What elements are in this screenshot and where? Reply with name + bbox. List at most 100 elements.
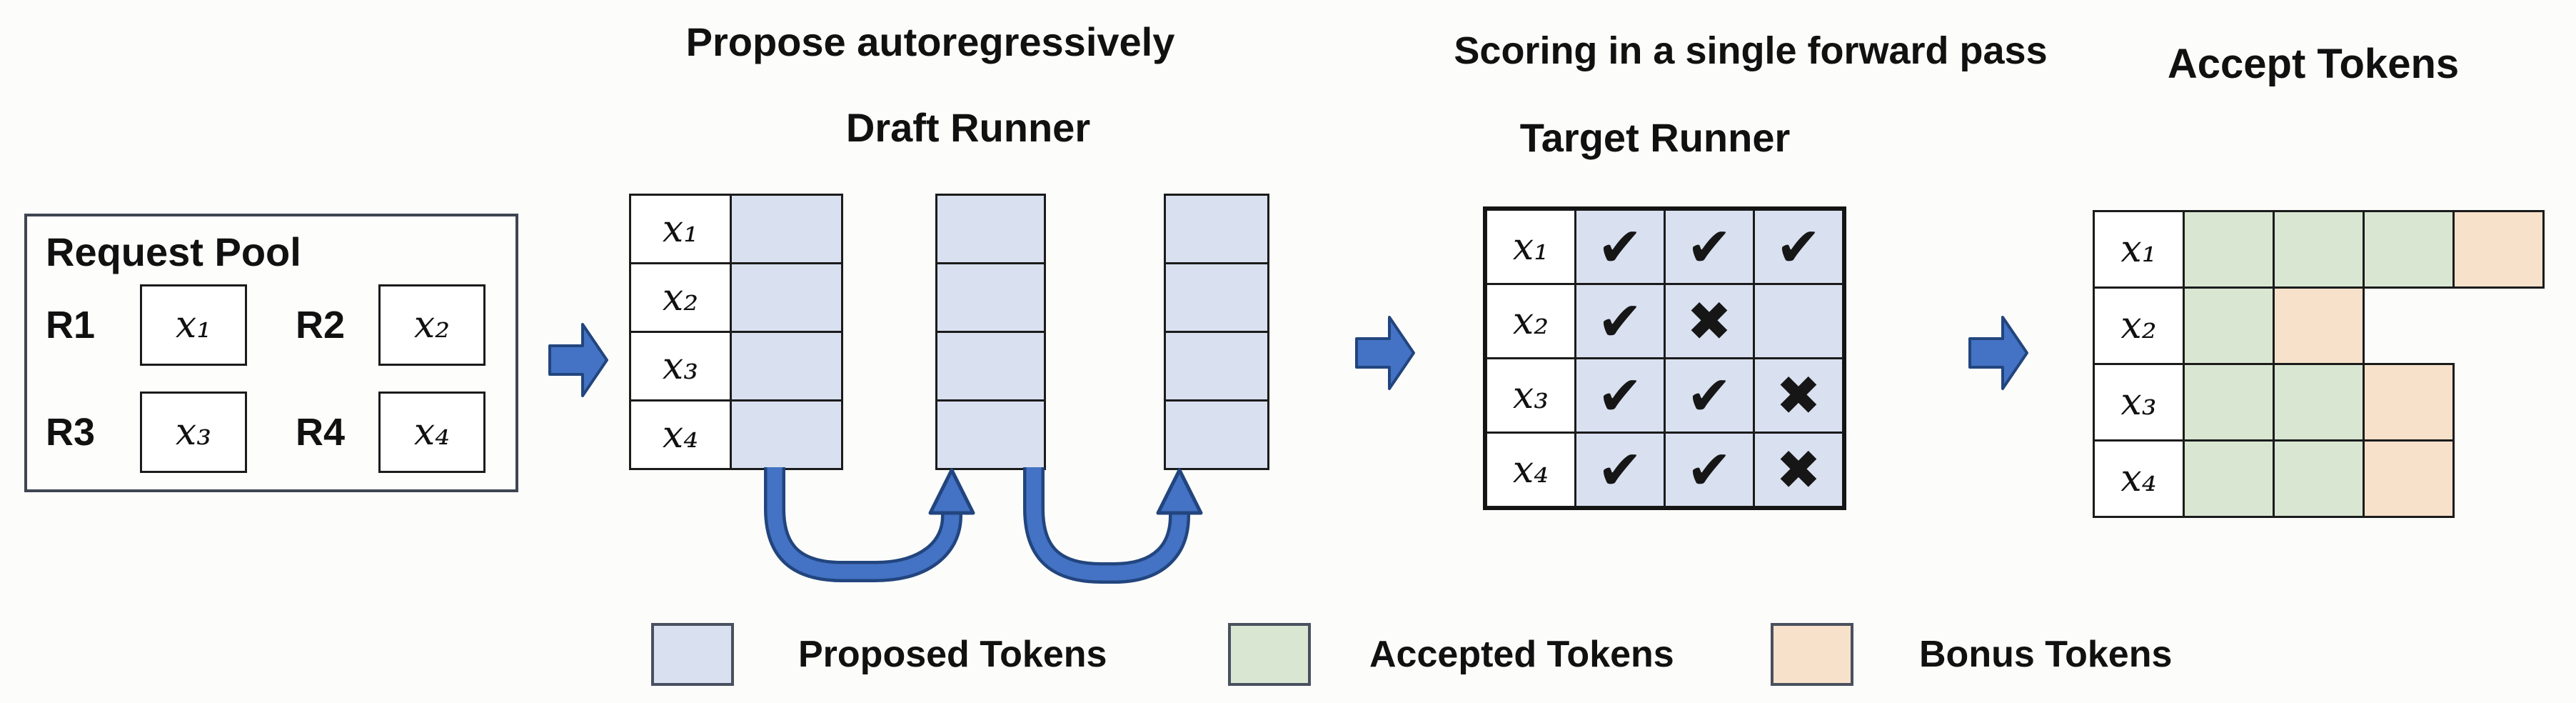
score-cell: ✔ bbox=[1664, 357, 1755, 434]
request-token-label: x₄ bbox=[413, 411, 451, 454]
target-token-label-cell: x₂ bbox=[1485, 283, 1576, 359]
accept-tokens-header: Accept Tokens bbox=[2167, 41, 2460, 87]
draft-token-label-cell: x₃ bbox=[629, 331, 732, 402]
token-label: x₁ bbox=[1512, 225, 1549, 269]
request-token-box: x₄ bbox=[378, 392, 485, 473]
flow-arrow-icon bbox=[1355, 316, 1415, 390]
check-icon: ✔ bbox=[1597, 289, 1643, 353]
token-label: x₂ bbox=[662, 276, 699, 319]
request-token-label: x₂ bbox=[413, 304, 451, 346]
proposed-token-cell bbox=[730, 262, 843, 333]
scoring-header: Scoring in a single forward pass bbox=[1454, 29, 2048, 72]
bonus-token-cell bbox=[2273, 286, 2365, 365]
proposed-token-cell bbox=[730, 194, 843, 264]
draft-token-label-cell: x₄ bbox=[629, 399, 732, 470]
accepted-token-cell bbox=[2273, 439, 2365, 518]
token-label: x₃ bbox=[2120, 381, 2157, 424]
proposed-token-cell bbox=[1164, 331, 1269, 402]
bonus-token-cell bbox=[2363, 439, 2455, 518]
legend-label-proposed: Proposed Tokens bbox=[798, 634, 1107, 675]
legend-label-accepted: Accepted Tokens bbox=[1369, 634, 1674, 675]
accepted-token-cell bbox=[2273, 363, 2365, 442]
proposed-token-cell bbox=[1164, 262, 1269, 333]
proposed-token-cell bbox=[935, 399, 1046, 470]
request-id-label: R3 bbox=[46, 411, 96, 454]
score-cell: ✔ bbox=[1664, 432, 1755, 508]
score-cell: ✖ bbox=[1753, 357, 1844, 434]
bonus-token-cell bbox=[2363, 363, 2455, 442]
accept-token-label-cell: x₂ bbox=[2093, 286, 2185, 365]
proposed-token-cell bbox=[1164, 399, 1269, 470]
accepted-token-cell bbox=[2183, 363, 2275, 442]
accepted-token-cell bbox=[2363, 210, 2455, 289]
score-cell: ✖ bbox=[1753, 432, 1844, 508]
check-icon: ✔ bbox=[1597, 437, 1643, 502]
cross-icon: ✖ bbox=[1686, 289, 1732, 353]
draft-token-label-cell: x₂ bbox=[629, 262, 732, 333]
proposed-token-cell bbox=[730, 399, 843, 470]
proposed-token-cell bbox=[935, 262, 1046, 333]
token-label: x₂ bbox=[1512, 299, 1549, 343]
score-cell: ✔ bbox=[1753, 209, 1844, 285]
request-token-box: x₁ bbox=[140, 284, 247, 366]
proposed-token-cell bbox=[935, 194, 1046, 264]
flow-arrow-icon bbox=[548, 323, 608, 397]
accepted-token-cell bbox=[2183, 439, 2275, 518]
bonus-token-cell bbox=[2452, 210, 2545, 289]
request-id-label: R4 bbox=[296, 411, 346, 454]
score-cell: ✔ bbox=[1574, 283, 1666, 359]
legend-swatch-accepted bbox=[1228, 623, 1311, 686]
token-label: x₁ bbox=[662, 207, 699, 251]
check-icon: ✔ bbox=[1597, 214, 1643, 279]
token-label: x₁ bbox=[2120, 228, 2157, 271]
target-runner-header: Target Runner bbox=[1519, 115, 1791, 160]
score-cell: ✔ bbox=[1664, 209, 1755, 285]
draft-token-label-cell: x₁ bbox=[629, 194, 732, 264]
accepted-token-cell bbox=[2183, 210, 2275, 289]
proposed-token-cell bbox=[1164, 194, 1269, 264]
propose-header: Propose autoregressively bbox=[685, 19, 1175, 64]
accepted-token-cell bbox=[2183, 286, 2275, 365]
score-cell bbox=[1753, 283, 1844, 359]
legend-swatch-proposed bbox=[651, 623, 734, 686]
check-icon: ✔ bbox=[1776, 214, 1821, 279]
check-icon: ✔ bbox=[1686, 214, 1732, 279]
proposed-token-cell bbox=[935, 331, 1046, 402]
token-label: x₄ bbox=[2120, 457, 2157, 500]
target-token-label-cell: x₁ bbox=[1485, 209, 1576, 285]
request-token-box: x₂ bbox=[378, 284, 485, 366]
accept-token-label-cell: x₁ bbox=[2093, 210, 2185, 289]
check-icon: ✔ bbox=[1597, 363, 1643, 427]
check-icon: ✔ bbox=[1686, 437, 1732, 502]
request-token-label: x₁ bbox=[175, 304, 212, 346]
target-token-label-cell: x₃ bbox=[1485, 357, 1576, 434]
legend-swatch-bonus bbox=[1771, 623, 1853, 686]
autoregressive-loop-arrow-icon bbox=[764, 467, 975, 582]
legend-label-bonus: Bonus Tokens bbox=[1919, 634, 2173, 675]
token-label: x₄ bbox=[662, 413, 699, 457]
request-id-label: R2 bbox=[296, 304, 346, 346]
proposed-token-cell bbox=[730, 331, 843, 402]
token-label: x₂ bbox=[2120, 304, 2157, 347]
accept-token-label-cell: x₄ bbox=[2093, 439, 2185, 518]
request-token-box: x₃ bbox=[140, 392, 247, 473]
request-pool-title: Request Pool bbox=[46, 229, 301, 274]
check-icon: ✔ bbox=[1686, 363, 1732, 427]
cross-icon: ✖ bbox=[1776, 363, 1821, 427]
accepted-token-cell bbox=[2273, 210, 2365, 289]
score-cell: ✔ bbox=[1574, 357, 1666, 434]
cross-icon: ✖ bbox=[1776, 437, 1821, 502]
draft-runner-header: Draft Runner bbox=[845, 105, 1091, 150]
accept-token-label-cell: x₃ bbox=[2093, 363, 2185, 442]
request-token-label: x₃ bbox=[175, 411, 212, 454]
token-label: x₃ bbox=[662, 344, 699, 388]
flow-arrow-icon bbox=[1968, 316, 2028, 390]
score-cell: ✖ bbox=[1664, 283, 1755, 359]
score-cell: ✔ bbox=[1574, 432, 1666, 508]
target-token-label-cell: x₄ bbox=[1485, 432, 1576, 508]
token-label: x₄ bbox=[1512, 448, 1549, 492]
token-label: x₃ bbox=[1512, 374, 1549, 417]
autoregressive-loop-arrow-icon bbox=[1023, 467, 1203, 584]
request-id-label: R1 bbox=[46, 304, 96, 346]
